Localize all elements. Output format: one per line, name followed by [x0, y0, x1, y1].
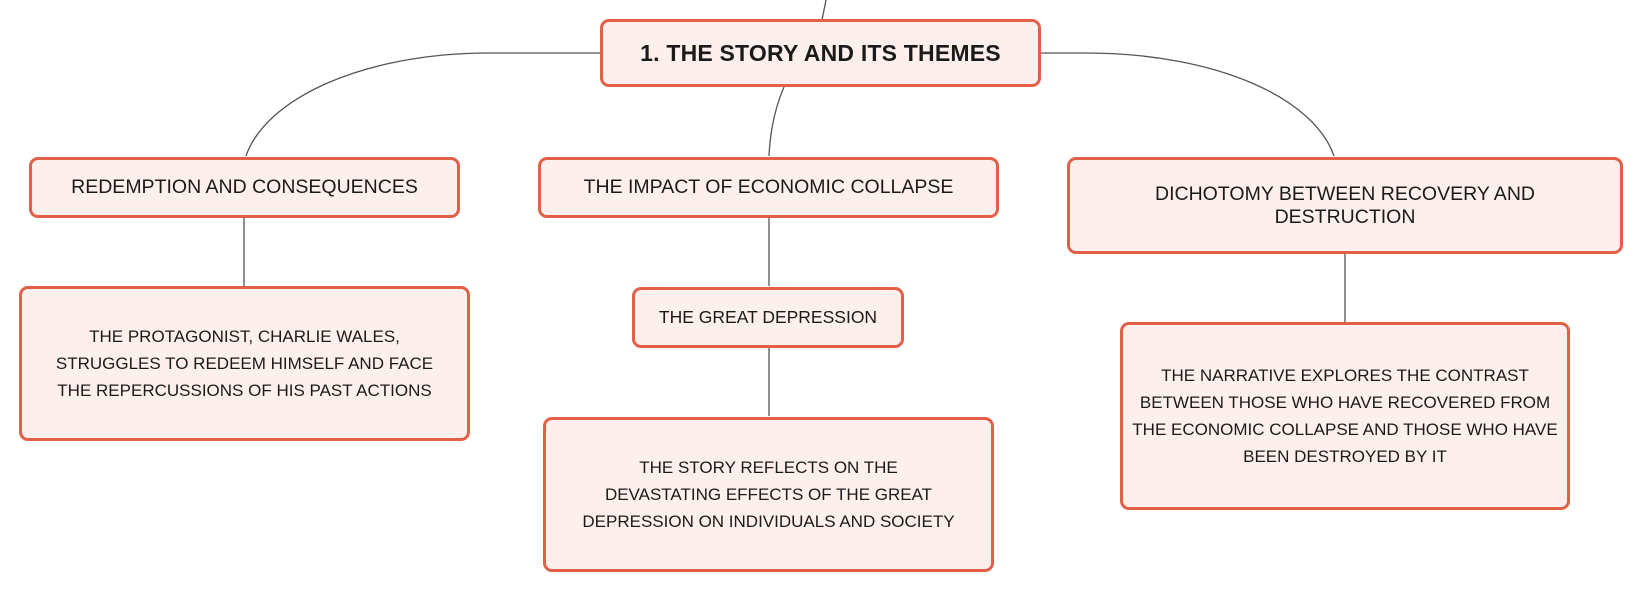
subtopic-node-great-depression[interactable]: THE GREAT DEPRESSION [632, 287, 904, 348]
branch-label-dichotomy: DICHOTOMY BETWEEN RECOVERY AND DESTRUCTI… [1155, 182, 1535, 228]
detail-node-redemption[interactable]: THE PROTAGONIST, CHARLIE WALES, STRUGGLE… [19, 286, 470, 441]
detail-node-great-depression[interactable]: THE STORY REFLECTS ON THE DEVASTATING EF… [543, 417, 994, 572]
connector-root-to-redemption [245, 52, 600, 157]
branch-node-economic-collapse[interactable]: THE IMPACT OF ECONOMIC COLLAPSE [538, 157, 999, 218]
branch-label-economic-collapse: THE IMPACT OF ECONOMIC COLLAPSE [583, 176, 954, 198]
branch-node-redemption[interactable]: REDEMPTION AND CONSEQUENCES [29, 157, 460, 218]
connector-root-to-economic-collapse [768, 86, 785, 157]
branch-node-dichotomy[interactable]: DICHOTOMY BETWEEN RECOVERY AND DESTRUCTI… [1067, 157, 1623, 254]
detail-node-dichotomy[interactable]: THE NARRATIVE EXPLORES THE CONTRAST BETW… [1120, 322, 1570, 510]
detail-text-great-depression: THE STORY REFLECTS ON THE DEVASTATING EF… [582, 458, 955, 531]
detail-text-dichotomy: THE NARRATIVE EXPLORES THE CONTRAST BETW… [1132, 366, 1558, 466]
detail-text-redemption: THE PROTAGONIST, CHARLIE WALES, STRUGGLE… [55, 327, 434, 400]
subtopic-label-great-depression: THE GREAT DEPRESSION [658, 307, 878, 327]
root-topic-label: 1. THE STORY AND ITS THEMES [640, 39, 1001, 66]
connector-parent-to-root [821, 0, 827, 21]
root-topic-node[interactable]: 1. THE STORY AND ITS THEMES [600, 19, 1041, 87]
connector-root-to-dichotomy [1040, 52, 1335, 157]
branch-label-redemption: REDEMPTION AND CONSEQUENCES [71, 176, 418, 198]
